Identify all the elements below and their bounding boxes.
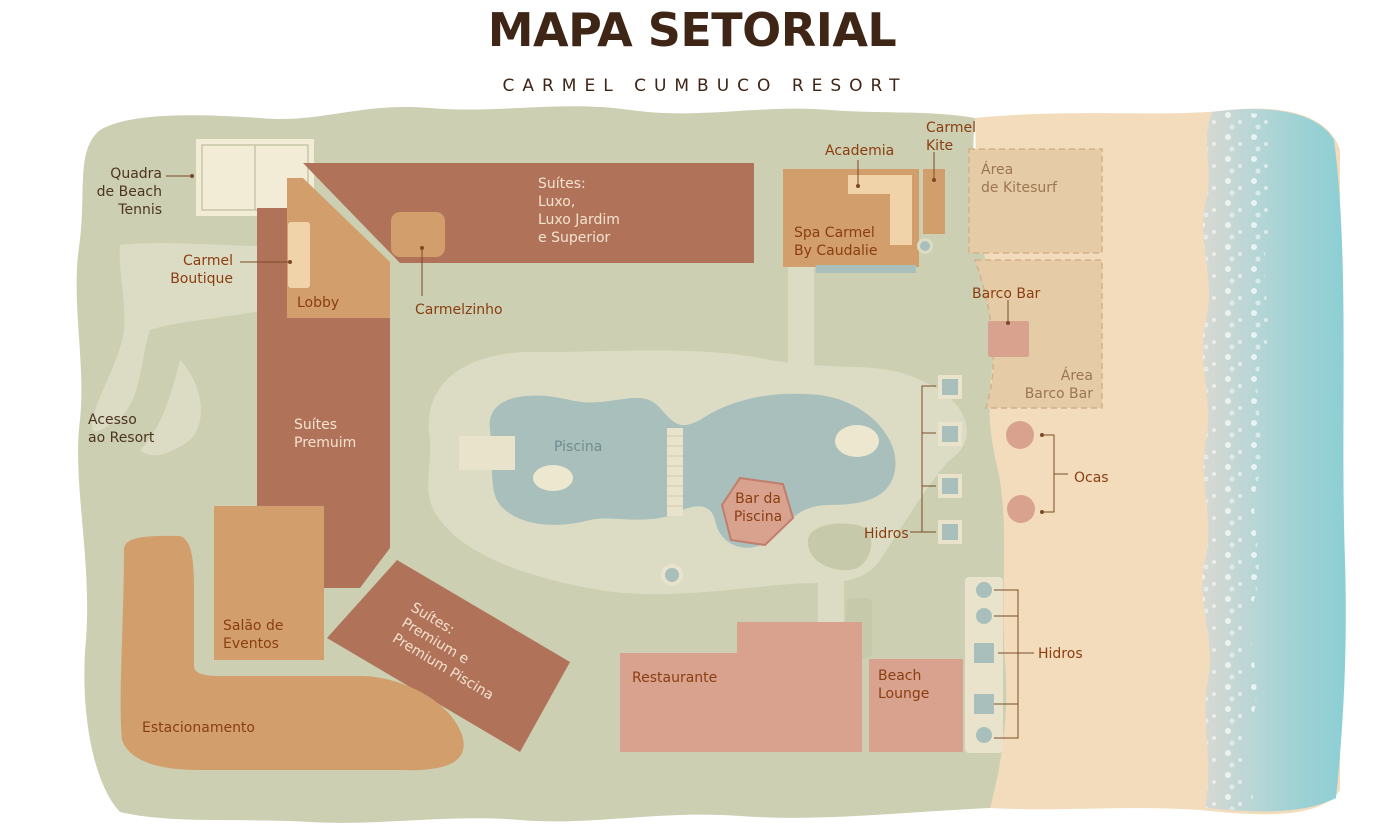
svg-text:Salão de: Salão de: [223, 618, 283, 634]
carmel-kite-building: [923, 169, 945, 234]
path-walkway: [91, 243, 262, 432]
pool: [489, 393, 896, 548]
suites-premium-building: [257, 208, 390, 588]
pool-bridge: [667, 428, 683, 516]
svg-text:Spa Carmel: Spa Carmel: [794, 225, 875, 241]
salao-building: [214, 506, 324, 660]
label-restaurante: Restaurante: [632, 670, 717, 686]
label-barco-bar: Barco Bar: [972, 286, 1041, 302]
pool-green-mound: [807, 523, 872, 571]
leader-dots: [190, 174, 1044, 514]
path-west: [140, 360, 201, 456]
label-acesso: Acesso ao Resort: [88, 412, 155, 446]
label-lobby: Lobby: [297, 295, 339, 311]
page-subtitle: CARMEL CUMBUCO RESORT: [502, 76, 908, 96]
oca-1: [1006, 421, 1034, 449]
svg-text:Kite: Kite: [926, 138, 953, 154]
svg-text:Lounge: Lounge: [878, 686, 929, 702]
sea-foam: [1202, 111, 1274, 811]
label-carmelzinho: Carmelzinho: [415, 302, 503, 318]
svg-text:de Beach: de Beach: [97, 184, 162, 200]
svg-text:Carmel: Carmel: [926, 120, 976, 136]
page-title: MAPA SETORIAL: [487, 3, 897, 57]
svg-text:Área: Área: [981, 161, 1013, 178]
svg-text:Área: Área: [1061, 367, 1093, 384]
beach-lounge-building: [869, 659, 963, 752]
carmelzinho-building: [391, 212, 445, 257]
spa-water-strip: [816, 265, 916, 273]
svg-text:Beach: Beach: [878, 668, 921, 684]
bar-piscina-building: [720, 476, 795, 547]
path-north: [788, 265, 814, 365]
svg-text:Suítes: Suítes: [294, 417, 337, 433]
svg-text:Bar da: Bar da: [735, 491, 781, 507]
label-spa: Spa Carmel By Caudalie: [794, 225, 877, 259]
svg-text:Tennis: Tennis: [117, 202, 162, 218]
pool-fountain-inner: [665, 568, 679, 582]
area-barco-bar: [973, 259, 1103, 409]
label-area-kitesurf: Área de Kitesurf: [981, 161, 1058, 196]
label-beach-lounge: Beach Lounge: [878, 668, 929, 702]
svg-text:Acesso: Acesso: [88, 412, 137, 428]
svg-text:Eventos: Eventos: [223, 636, 279, 652]
svg-text:Luxo Jardim: Luxo Jardim: [538, 212, 620, 228]
label-hidros-2: Hidros: [1038, 646, 1083, 662]
leader-lines: [166, 152, 1068, 739]
svg-text:Boutique: Boutique: [170, 271, 233, 287]
path-south: [818, 578, 844, 628]
pool-bridge-stripes: [667, 435, 683, 507]
hidros-group-1: [938, 375, 962, 544]
estacionamento-area: [120, 535, 464, 771]
svg-text:Piscina: Piscina: [734, 509, 782, 525]
hidros-group-2: [965, 577, 1003, 753]
svg-text:Luxo,: Luxo,: [538, 194, 575, 210]
label-boutique: Carmel Boutique: [170, 253, 233, 287]
lobby-building: [287, 178, 390, 318]
barco-bar-building: [988, 321, 1029, 357]
label-bar-piscina: Bar da Piscina: [734, 491, 782, 525]
label-salao: Salão de Eventos: [223, 618, 283, 652]
label-piscina: Piscina: [554, 439, 602, 455]
label-ocas: Ocas: [1074, 470, 1109, 486]
label-suites-premium: Suítes Premuim: [294, 417, 356, 451]
svg-text:Suítes:: Suítes:: [538, 176, 586, 192]
svg-text:Quadra: Quadra: [110, 166, 162, 182]
label-area-barco-bar: Área Barco Bar: [1025, 367, 1094, 402]
svg-text:ao Resort: ao Resort: [88, 430, 155, 446]
svg-text:Premuim: Premuim: [294, 435, 356, 451]
svg-text:de Kitesurf: de Kitesurf: [981, 180, 1058, 196]
label-quadra: Quadra de Beach Tennis: [97, 166, 162, 218]
label-suites-luxo: Suítes: Luxo, Luxo Jardim e Superior: [538, 176, 620, 246]
carmel-boutique-building: [288, 222, 310, 288]
svg-text:By Caudalie: By Caudalie: [794, 243, 877, 259]
suites-piscina-building: [327, 560, 570, 752]
area-kitesurf: [968, 148, 1103, 254]
label-carmel-kite: Carmel Kite: [926, 120, 976, 154]
label-hidros-1: Hidros: [864, 526, 909, 542]
restaurante-building: [620, 622, 862, 752]
pool-deck-block: [459, 436, 515, 470]
svg-text:e Superior: e Superior: [538, 230, 611, 246]
spa-plunge-pool-inner: [920, 241, 930, 251]
svg-text:Barco Bar: Barco Bar: [1025, 386, 1094, 402]
label-academia: Academia: [825, 143, 894, 159]
svg-text:Carmel: Carmel: [183, 253, 233, 269]
academia-building: [848, 175, 912, 245]
label-estacionamento: Estacionamento: [142, 720, 255, 736]
pool-island-2: [835, 425, 879, 457]
oca-2: [1007, 495, 1035, 523]
pool-island-1: [533, 465, 573, 491]
